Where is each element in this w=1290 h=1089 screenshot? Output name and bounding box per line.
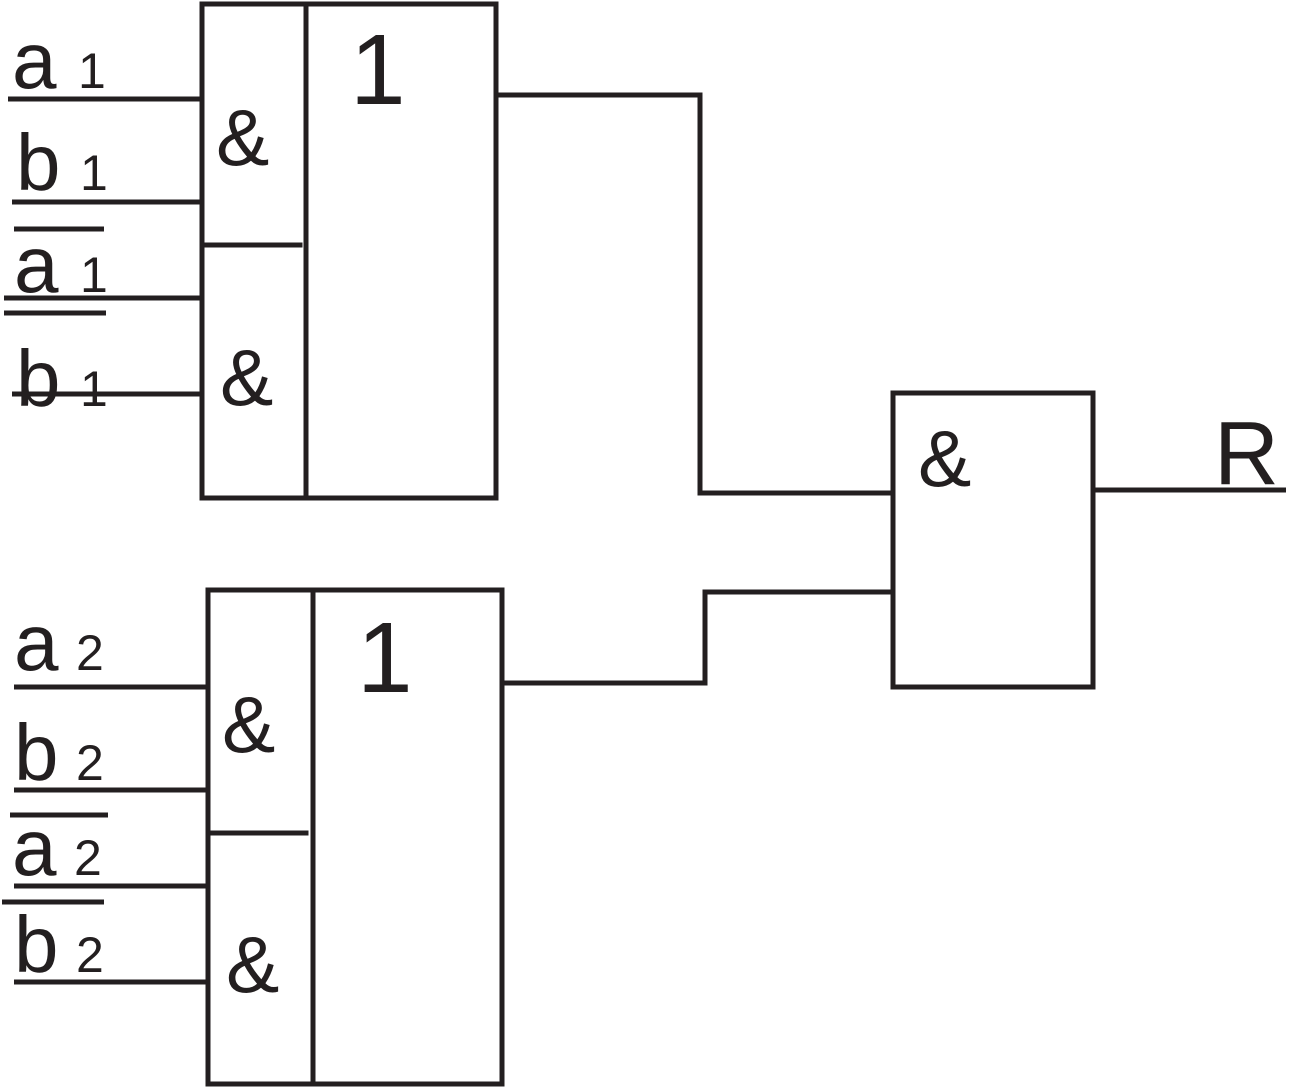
top-input-not-b1: b 1 bbox=[12, 334, 202, 423]
input-sub: 2 bbox=[76, 735, 104, 791]
input-var: a bbox=[12, 16, 57, 105]
input-var: a bbox=[14, 220, 59, 309]
input-sub: 1 bbox=[78, 43, 106, 99]
top-and-symbol-2: & bbox=[220, 333, 273, 422]
input-sub: 1 bbox=[80, 361, 108, 417]
top-and-or-gate: & & 1 bbox=[199, 1, 499, 501]
input-var: b bbox=[16, 334, 61, 423]
top-input-a1: a 1 bbox=[8, 16, 202, 105]
bottom-input-not-b2: b 2 bbox=[2, 899, 208, 989]
bottom-input-a2: a 2 bbox=[14, 598, 208, 690]
top-or-symbol: 1 bbox=[350, 14, 406, 126]
final-and-symbol: & bbox=[918, 414, 971, 503]
top-input-not-a1: a 1 bbox=[4, 220, 202, 316]
output-r: R bbox=[1093, 404, 1286, 504]
bottom-to-final-wire bbox=[502, 589, 893, 686]
final-gate-outline bbox=[890, 390, 1096, 690]
input-sub: 2 bbox=[74, 830, 102, 886]
top-and-symbol-1: & bbox=[216, 93, 269, 182]
top-gate-outline bbox=[199, 1, 499, 501]
bottom-gate-outline bbox=[205, 587, 505, 1087]
input-sub: 1 bbox=[80, 247, 108, 303]
bottom-input-b2: b 2 bbox=[14, 708, 208, 797]
bottom-and-or-gate: & & 1 bbox=[205, 587, 505, 1087]
final-and-gate: & bbox=[890, 390, 1096, 690]
input-var: b bbox=[14, 708, 59, 797]
input-var: a bbox=[14, 598, 59, 687]
bottom-and-symbol-1: & bbox=[222, 680, 275, 769]
input-sub: 2 bbox=[76, 927, 104, 983]
input-var: a bbox=[12, 803, 57, 892]
bottom-or-symbol: 1 bbox=[357, 602, 413, 714]
top-input-b1: b 1 bbox=[12, 118, 202, 207]
top-to-final-wire bbox=[496, 92, 893, 496]
bottom-input-not-a2: a 2 bbox=[10, 803, 208, 892]
input-sub: 1 bbox=[80, 145, 108, 201]
input-var: b bbox=[16, 118, 61, 207]
input-sub: 2 bbox=[76, 625, 104, 681]
input-var: b bbox=[14, 900, 59, 989]
bottom-and-symbol-2: & bbox=[226, 920, 279, 1009]
output-label: R bbox=[1214, 404, 1279, 504]
